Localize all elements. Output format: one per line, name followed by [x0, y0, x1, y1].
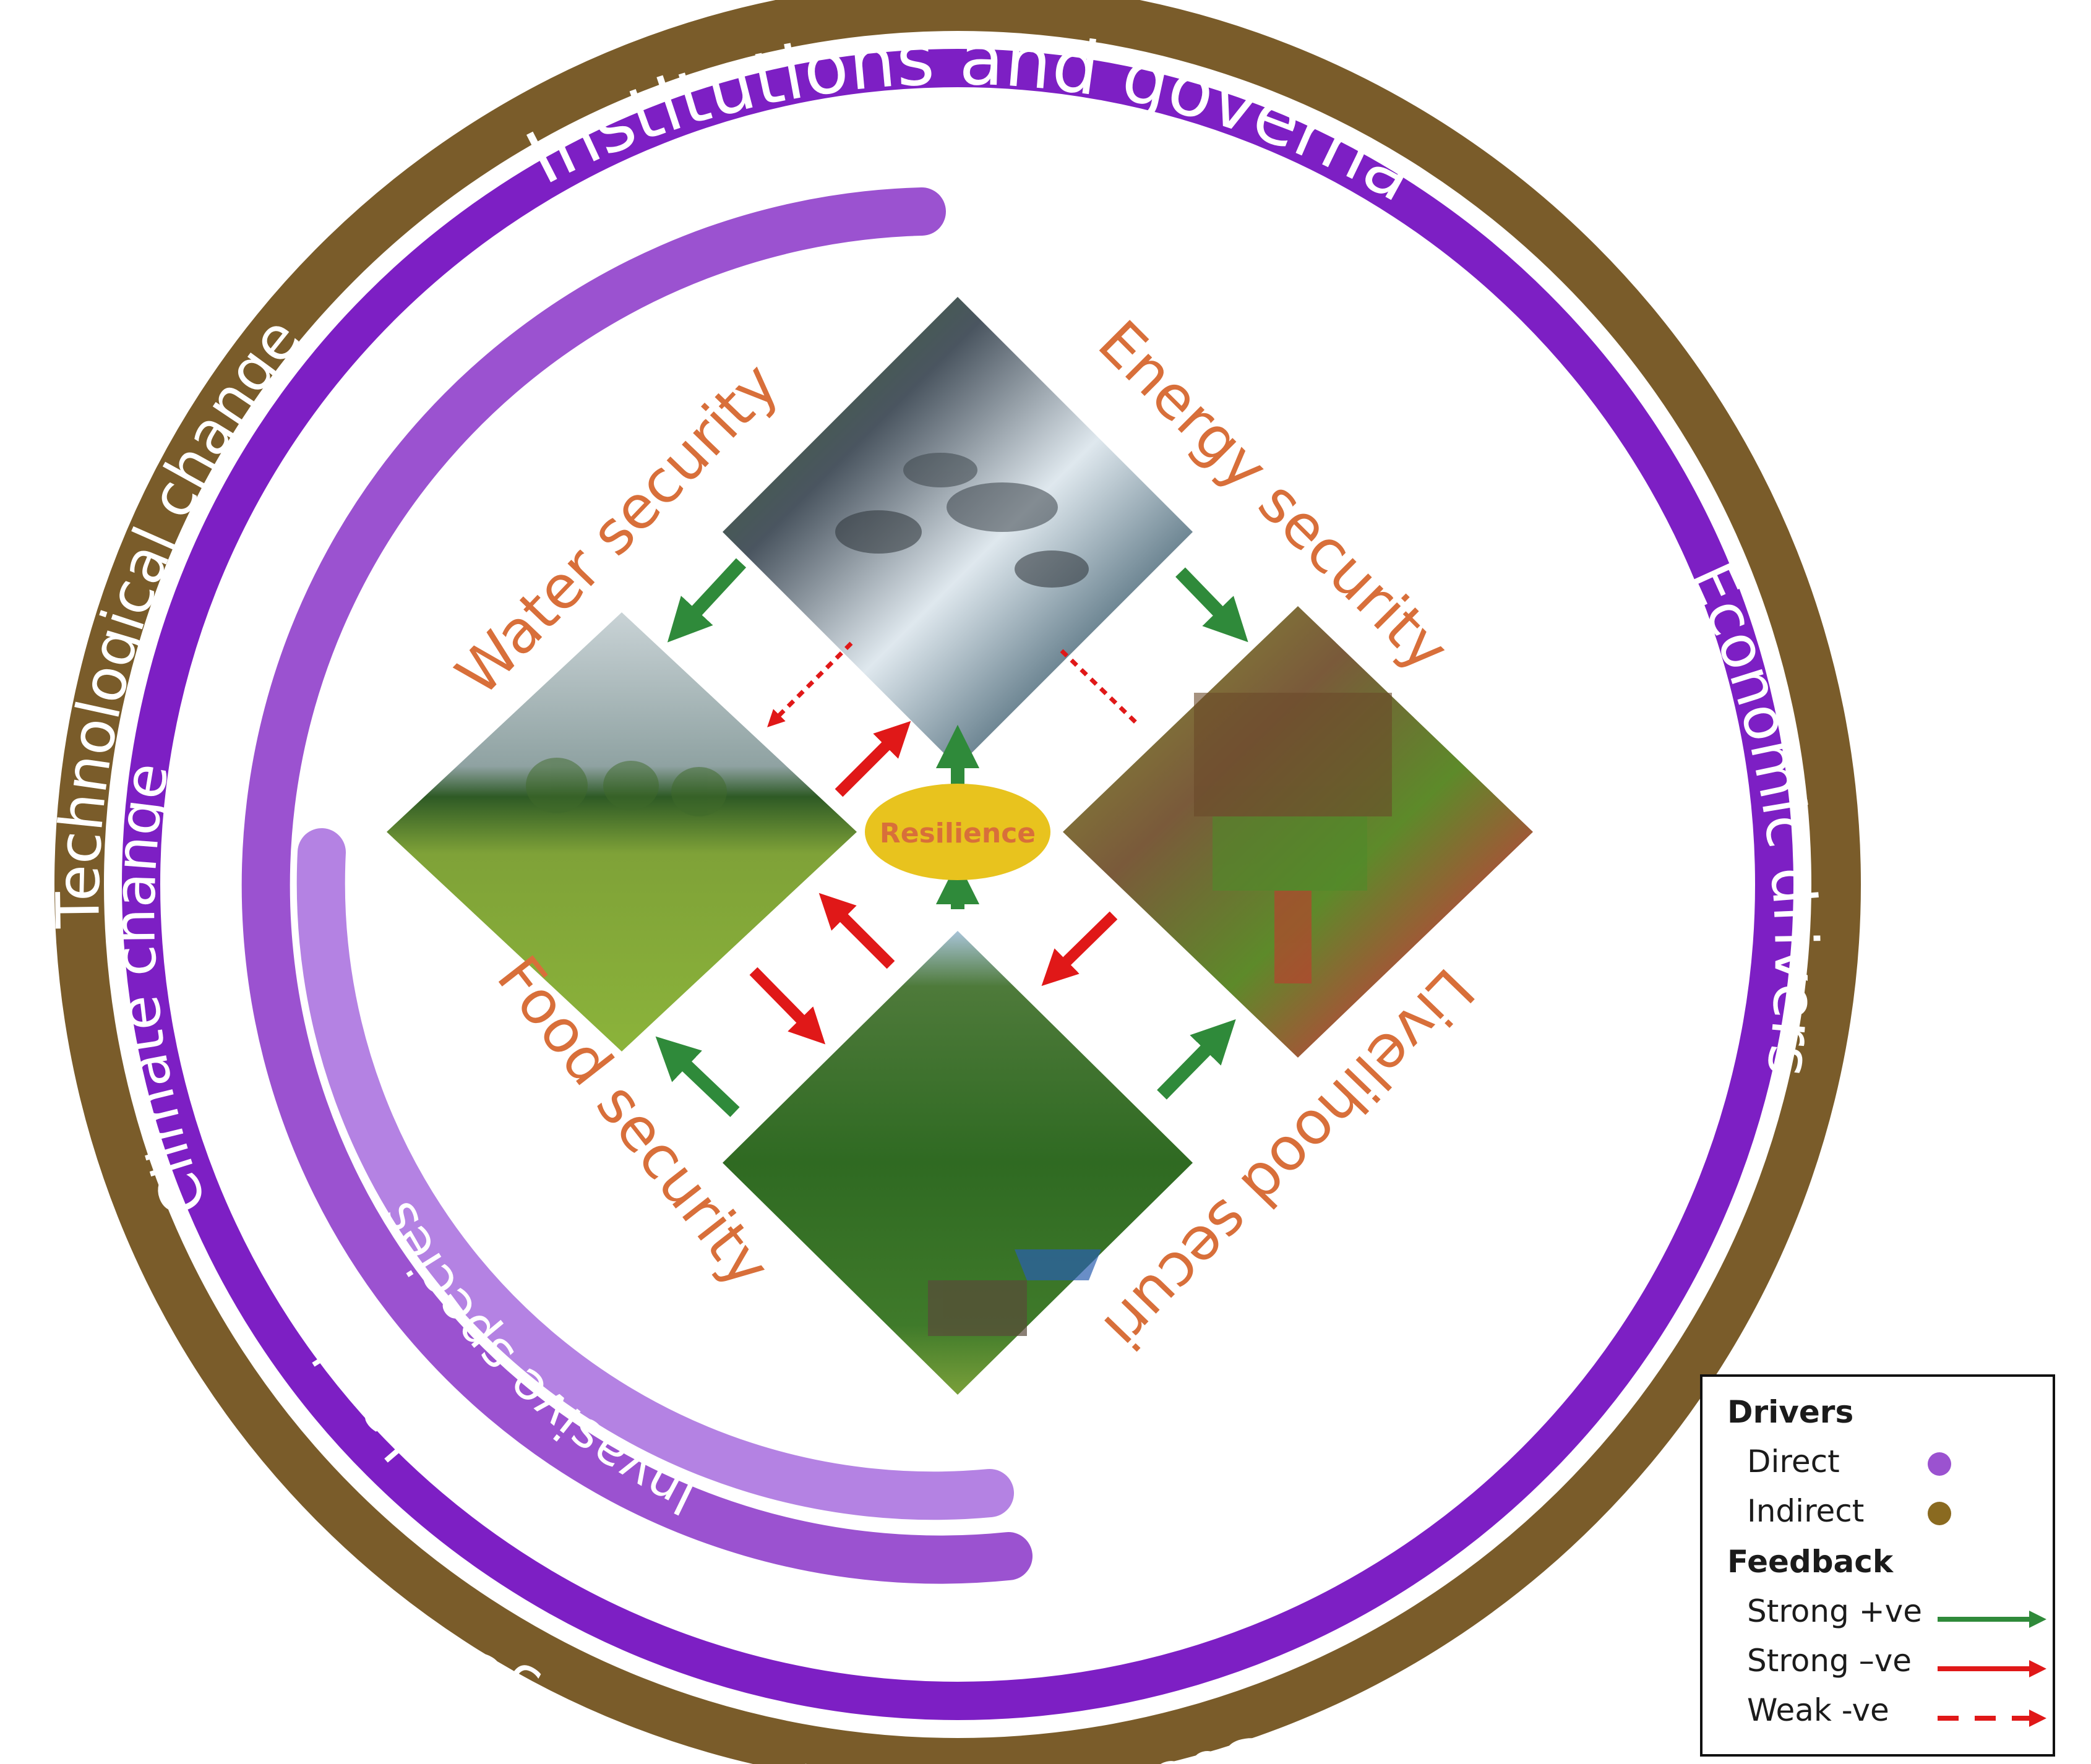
legend-direct-dot: [1928, 1452, 1951, 1476]
arrow-water-to-food-weak-negative: [767, 641, 853, 727]
arrow-food-to-water-negative: [835, 721, 911, 797]
river-photo: [723, 297, 1193, 767]
legend-strong-neg-arrow: [1938, 1660, 2046, 1677]
legend-weak-neg-arrow: [1938, 1710, 2046, 1727]
legend-feedback-title: Feedback: [1727, 1544, 1894, 1580]
legend-strong-neg-label: Strong –ve: [1747, 1643, 1912, 1679]
legend-drivers-title: Drivers: [1727, 1394, 1854, 1430]
arrow-food-to-forest-negative: [749, 967, 826, 1045]
forest-house: [928, 1249, 1101, 1336]
arrow-water-energy-weak-negative: [1060, 649, 1138, 724]
arrow-forest-to-livelihood-positive: [1157, 1019, 1236, 1100]
arrow-water-to-energy-positive: [1175, 567, 1248, 643]
resilience-ellipse: [865, 784, 1050, 880]
legend-box: Drivers Direct Indirect Feedback Strong …: [1700, 1374, 2055, 1757]
paddy-trees: [526, 758, 727, 816]
arrow-water-to-food-positive: [667, 558, 747, 643]
legend-strong-pos-label: Strong +ve: [1747, 1593, 1922, 1629]
paddy-field-photo: [387, 612, 857, 1051]
arrow-forest-to-food-positive: [655, 1036, 740, 1117]
land-use-change-arc: [241, 187, 1033, 1584]
legend-indirect-label: Indirect: [1747, 1493, 1865, 1529]
climate-change-ring: [122, 49, 1793, 1720]
arrow-forest-to-food-negative: [818, 893, 895, 969]
arrow-livelihood-to-forest-negative: [1041, 911, 1118, 987]
legend-direct-label: Direct: [1747, 1444, 1840, 1479]
river-rocks: [835, 453, 1089, 588]
resilience-label: Resilience: [880, 818, 1036, 849]
legend-strong-pos-arrow: [1938, 1611, 2046, 1628]
legend-weak-neg-label: Weak -ve: [1747, 1692, 1889, 1728]
bamboo-bundle: [1194, 693, 1392, 983]
invasive-species-arc: [296, 828, 1014, 1520]
indirect-drivers-ring: [54, 0, 1861, 1764]
legend-indirect-dot: [1928, 1502, 1951, 1525]
